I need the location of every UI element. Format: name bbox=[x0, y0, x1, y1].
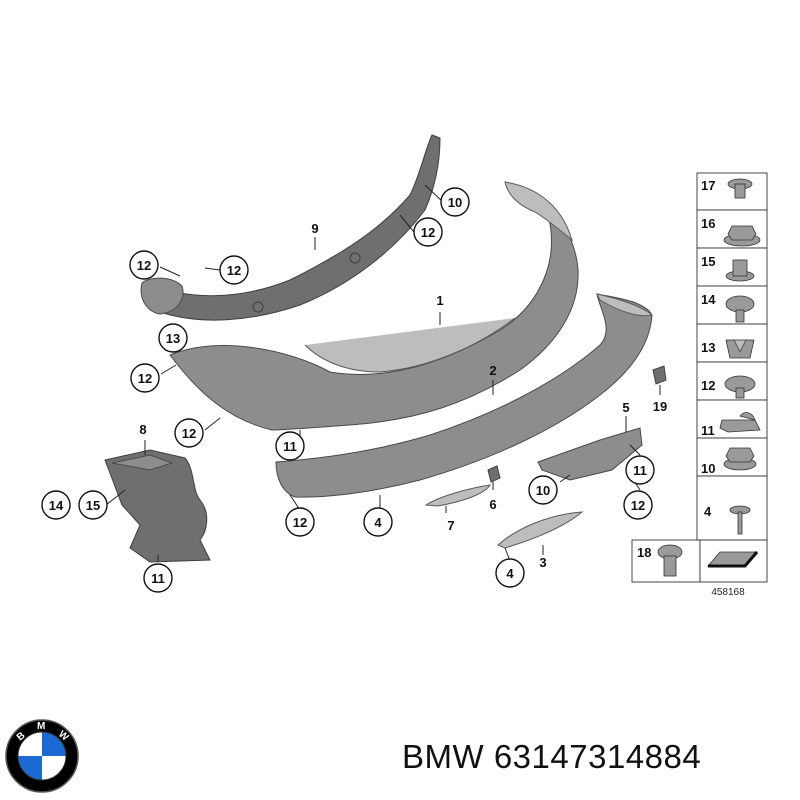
svg-text:11: 11 bbox=[283, 439, 297, 454]
callout-10-bottom: 10 bbox=[528, 475, 558, 505]
hardware-label-18: 18 bbox=[637, 545, 651, 560]
svg-text:12: 12 bbox=[182, 426, 196, 441]
trim-strip bbox=[424, 484, 491, 507]
air-deflector bbox=[497, 511, 584, 549]
label-19: 19 bbox=[653, 399, 667, 414]
side-bracket bbox=[104, 449, 211, 563]
svg-text:4: 4 bbox=[374, 515, 382, 530]
svg-text:11: 11 bbox=[633, 463, 647, 478]
label-6: 6 bbox=[489, 497, 496, 512]
screw-icon bbox=[729, 505, 751, 535]
brand-name: BMW bbox=[402, 738, 485, 775]
callout-13: 13 bbox=[158, 323, 188, 353]
hardware-cell-17 bbox=[696, 172, 768, 211]
svg-text:13: 13 bbox=[166, 331, 180, 346]
clip-nut-icon bbox=[725, 339, 755, 359]
svg-text:12: 12 bbox=[421, 225, 435, 240]
exploded-parts-diagram: 10 12 12 12 13 12 12 11 14 15 11 12 4 10… bbox=[41, 134, 768, 598]
callout-12-mid: 12 bbox=[174, 418, 204, 448]
lower-mounting-bracket bbox=[537, 427, 643, 481]
small-cover bbox=[487, 465, 501, 483]
hardware-label-13: 13 bbox=[701, 340, 715, 355]
callout-17-top: 12 bbox=[219, 255, 249, 285]
hex-nut-icon bbox=[723, 225, 761, 247]
part-number: 63147314884 bbox=[493, 738, 702, 775]
rivet-nut-icon bbox=[725, 259, 755, 282]
svg-text:12: 12 bbox=[137, 258, 151, 273]
hardware-label-17: 17 bbox=[701, 178, 715, 193]
label-3: 3 bbox=[539, 555, 546, 570]
expanding-rivet-icon bbox=[725, 295, 755, 323]
svg-text:12: 12 bbox=[227, 263, 241, 278]
hardware-label-4: 4 bbox=[704, 504, 712, 519]
callout-12-right: 12 bbox=[623, 490, 653, 520]
callout-4-bottom: 4 bbox=[363, 507, 393, 537]
push-clip-icon bbox=[657, 544, 683, 577]
lower-bumper-trim bbox=[275, 293, 654, 498]
svg-text:11: 11 bbox=[151, 571, 165, 586]
hardware-label-10: 10 bbox=[701, 461, 715, 476]
callout-14: 14 bbox=[41, 490, 71, 520]
callout-4-lower: 4 bbox=[495, 558, 525, 588]
svg-text:4: 4 bbox=[506, 566, 514, 581]
spring-clip-icon bbox=[719, 412, 761, 433]
sensor-cover bbox=[652, 365, 667, 385]
svg-text:12: 12 bbox=[293, 515, 307, 530]
callout-12-bottom: 12 bbox=[285, 507, 315, 537]
hardware-label-16: 16 bbox=[701, 216, 715, 231]
callout-16: 12 bbox=[413, 217, 443, 247]
callout-18-top: 12 bbox=[129, 250, 159, 280]
flat-head-rivet-icon bbox=[724, 375, 756, 399]
bumper-carrier-bracket bbox=[140, 134, 441, 321]
callout-11-mid: 11 bbox=[275, 431, 305, 461]
bumper-cover bbox=[169, 181, 579, 431]
svg-text:15: 15 bbox=[86, 498, 100, 513]
reference-number: 458168 bbox=[711, 587, 745, 598]
hardware-label-14: 14 bbox=[701, 292, 716, 307]
svg-text:M: M bbox=[37, 721, 45, 732]
foam-strip-icon bbox=[707, 551, 759, 568]
hardware-panel: 17 16 15 14 13 12 11 10 4 18 bbox=[631, 172, 768, 598]
callout-12-left: 12 bbox=[130, 363, 160, 393]
label-7: 7 bbox=[447, 518, 454, 533]
bolt-icon bbox=[727, 178, 753, 199]
label-5: 5 bbox=[622, 400, 629, 415]
bmw-roundel-icon: B M W bbox=[4, 718, 80, 799]
label-1: 1 bbox=[436, 293, 443, 308]
brand-part-number-caption: BMW 63147314884 bbox=[402, 738, 701, 776]
hardware-label-11: 11 bbox=[701, 423, 715, 438]
hardware-label-15: 15 bbox=[701, 254, 715, 269]
flange-nut-icon bbox=[723, 447, 757, 471]
svg-text:10: 10 bbox=[536, 483, 550, 498]
label-8: 8 bbox=[139, 422, 146, 437]
svg-text:10: 10 bbox=[448, 195, 462, 210]
svg-text:14: 14 bbox=[49, 498, 64, 513]
svg-text:12: 12 bbox=[138, 371, 152, 386]
label-9: 9 bbox=[311, 221, 318, 236]
callout-10-top: 10 bbox=[440, 187, 470, 217]
label-2: 2 bbox=[489, 363, 496, 378]
callout-11-right: 11 bbox=[625, 455, 655, 485]
svg-text:12: 12 bbox=[631, 498, 645, 513]
callout-15: 15 bbox=[78, 490, 108, 520]
hardware-label-12: 12 bbox=[701, 378, 715, 393]
callout-11-bottom-left: 11 bbox=[143, 563, 173, 593]
